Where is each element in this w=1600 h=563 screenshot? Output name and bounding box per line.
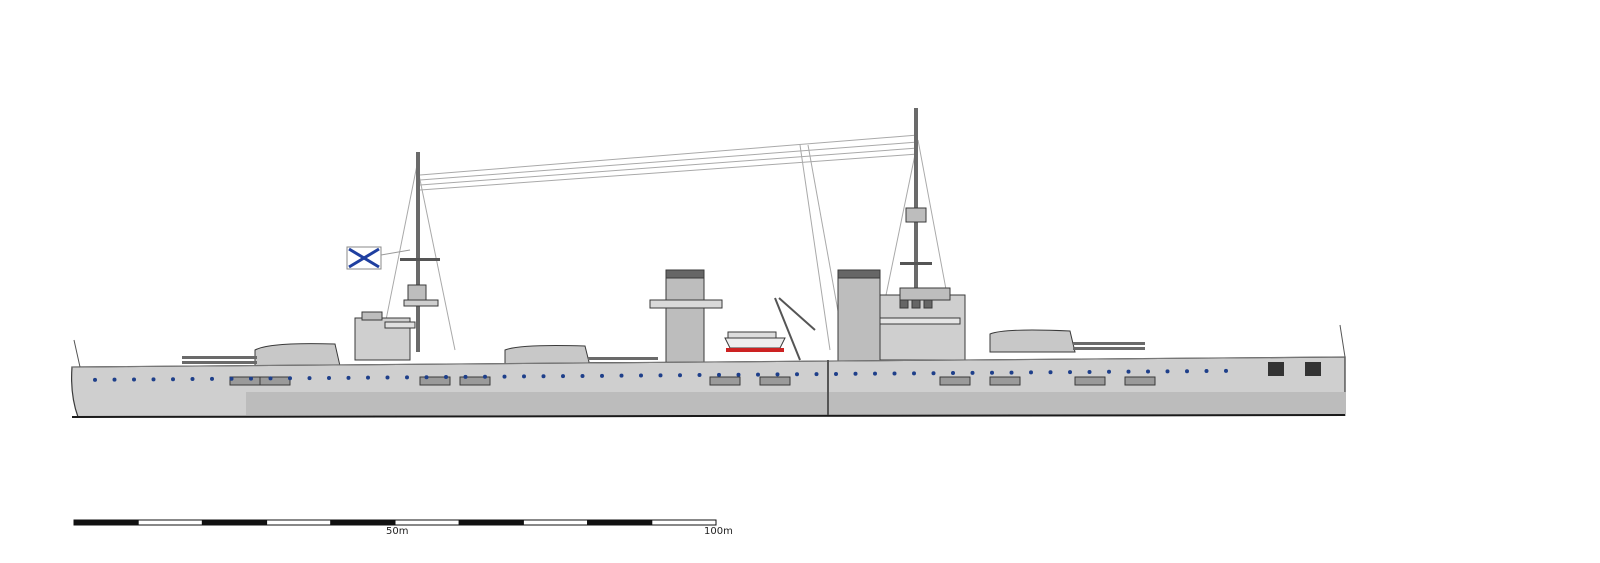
- scale-segment: [266, 519, 332, 526]
- casemate-gun: [259, 376, 291, 386]
- porthole: [853, 371, 858, 376]
- scale-segment: [394, 519, 460, 526]
- porthole: [307, 376, 312, 381]
- porthole: [912, 371, 916, 376]
- casemate-gun: [459, 376, 491, 386]
- casemate-gun: [759, 376, 791, 386]
- porthole: [1068, 370, 1072, 375]
- scale-segment: [587, 519, 653, 526]
- portholes: [93, 368, 1228, 382]
- porthole: [249, 376, 253, 381]
- porthole: [600, 373, 604, 378]
- turret-a: [182, 343, 341, 367]
- porthole: [970, 370, 975, 375]
- porthole: [892, 371, 897, 376]
- boat-crane: [774, 297, 816, 361]
- porthole: [1029, 370, 1033, 375]
- hull: [71, 324, 1346, 418]
- porthole: [327, 375, 331, 380]
- casemate-gun: [989, 376, 1021, 386]
- scale-label-100m: 100m: [704, 526, 733, 537]
- casemate-gun: [1124, 376, 1156, 386]
- scale-segment: [458, 519, 524, 526]
- porthole: [1048, 370, 1053, 375]
- porthole: [931, 371, 936, 376]
- casemate-gun: [419, 376, 451, 386]
- porthole: [639, 373, 643, 378]
- porthole: [814, 372, 819, 377]
- casemate-gun: [709, 376, 741, 386]
- porthole: [541, 374, 546, 379]
- porthole: [1146, 369, 1150, 374]
- casemate-guns: [229, 376, 1156, 386]
- porthole: [580, 373, 585, 378]
- porthole: [1126, 369, 1131, 374]
- porthole: [502, 374, 507, 379]
- porthole: [658, 373, 663, 378]
- porthole: [171, 377, 175, 382]
- porthole: [1185, 369, 1189, 374]
- porthole: [229, 376, 234, 381]
- casemate-gun: [1074, 376, 1106, 386]
- porthole: [288, 376, 292, 381]
- porthole: [93, 377, 97, 382]
- porthole: [210, 376, 214, 381]
- turret-c: [989, 329, 1145, 353]
- porthole: [561, 374, 565, 379]
- scale-bar: [73, 519, 717, 526]
- porthole: [346, 375, 351, 380]
- fore-superstructure: [354, 311, 416, 361]
- aft-superstructure: [869, 287, 966, 361]
- porthole: [1107, 369, 1111, 374]
- porthole: [385, 375, 390, 380]
- porthole: [678, 373, 682, 378]
- scale-segment: [201, 519, 268, 526]
- porthole: [834, 371, 838, 376]
- scale-segment: [651, 519, 717, 526]
- casemate-gun: [939, 376, 971, 386]
- scale-segment: [137, 519, 203, 526]
- forward-funnel: [649, 269, 723, 365]
- scale-segment: [522, 519, 589, 526]
- porthole: [268, 376, 273, 381]
- porthole: [151, 377, 156, 382]
- porthole: [444, 375, 448, 380]
- porthole: [873, 371, 877, 376]
- porthole: [697, 373, 702, 378]
- porthole: [424, 375, 429, 380]
- porthole: [717, 372, 721, 377]
- porthole: [366, 375, 370, 380]
- porthole: [132, 377, 136, 382]
- porthole: [522, 374, 526, 379]
- porthole: [190, 377, 195, 382]
- scale-label-50m: 50m: [386, 526, 409, 537]
- porthole: [775, 372, 780, 377]
- casemate-gun: [229, 376, 261, 386]
- scale-segment: [330, 519, 396, 526]
- ships-boat: [724, 331, 786, 352]
- porthole: [990, 370, 994, 375]
- scale-segment: [73, 519, 139, 526]
- porthole: [756, 372, 760, 377]
- porthole: [736, 372, 741, 377]
- porthole: [463, 374, 468, 379]
- porthole: [1009, 370, 1014, 375]
- st-andrews-flag: [346, 246, 411, 270]
- aerial-wires: [379, 134, 949, 351]
- porthole: [1087, 369, 1092, 374]
- porthole: [619, 373, 624, 378]
- porthole: [405, 375, 409, 380]
- porthole: [483, 374, 487, 379]
- fore-mast: [400, 152, 440, 352]
- porthole: [795, 372, 799, 377]
- main-mast: [900, 108, 932, 308]
- porthole: [1204, 369, 1209, 374]
- porthole: [1165, 369, 1170, 374]
- porthole: [951, 371, 955, 376]
- after-funnel: [837, 269, 881, 365]
- porthole: [1224, 368, 1228, 373]
- porthole: [112, 377, 117, 382]
